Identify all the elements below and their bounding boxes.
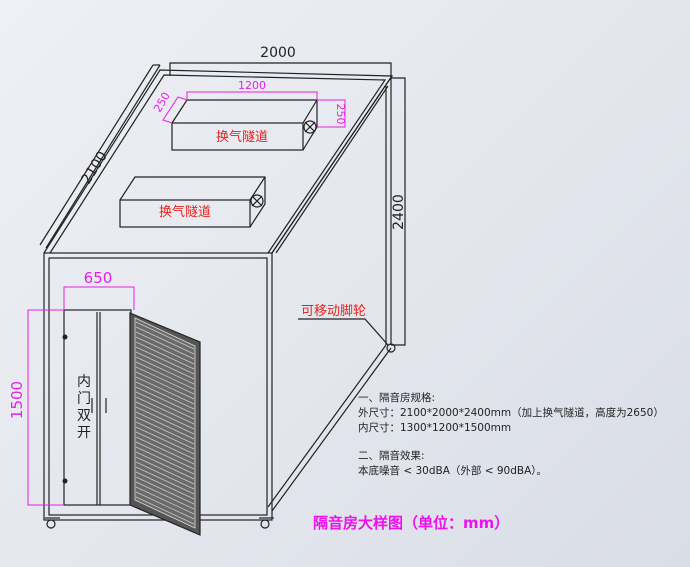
svg-text:二、隔音效果:: 二、隔音效果: [358, 449, 425, 462]
louver-slat [135, 321, 195, 350]
louver-slat [135, 396, 195, 425]
svg-text:内尺寸：1300*1200*1500mm: 内尺寸：1300*1200*1500mm [358, 421, 511, 434]
svg-text:门: 门 [77, 391, 91, 407]
svg-text:换气隧道: 换气隧道 [159, 204, 211, 220]
louver-slat [135, 346, 195, 375]
louver-slat [135, 441, 195, 470]
dimension-door-width: 650 [63, 269, 135, 310]
svg-text:本底噪音 < 30dBA（外部 < 90dBA）。: 本底噪音 < 30dBA（外部 < 90dBA）。 [358, 464, 547, 477]
svg-text:内: 内 [77, 374, 91, 390]
louver-slat [135, 451, 195, 480]
outer-door-open [129, 312, 201, 536]
fan-icon [250, 194, 264, 208]
louver-slat [135, 471, 195, 500]
ventilation-tunnel-upper: 换气隧道 1200 250 250 [151, 79, 347, 151]
louver-slat [135, 326, 195, 355]
caster-callout: 可移动脚轮 [298, 303, 389, 346]
louver-slat [135, 386, 195, 415]
louver-slat [135, 331, 195, 360]
louver-slat [135, 416, 195, 445]
door-louvers [135, 321, 195, 525]
louver-slat [135, 421, 195, 450]
louver-slat [135, 491, 195, 520]
svg-text:1500: 1500 [8, 381, 26, 419]
louver-slat [135, 446, 195, 475]
louver-slat [135, 481, 195, 510]
dimension-height: 2400 [391, 77, 407, 346]
caster-wheels [45, 343, 396, 529]
dimension-depth: 2100 [78, 149, 110, 188]
louver-slat [135, 376, 195, 405]
svg-text:换气隧道: 换气隧道 [216, 129, 268, 145]
dimension-width: 2000 [169, 45, 392, 76]
louver-slat [135, 341, 195, 370]
svg-text:可移动脚轮: 可移动脚轮 [301, 303, 366, 319]
louver-slat [135, 391, 195, 420]
louver-slat [135, 381, 195, 410]
louver-slat [135, 406, 195, 435]
louver-slat [135, 371, 195, 400]
louver-slat [135, 411, 195, 440]
svg-text:开: 开 [77, 425, 91, 441]
fan-icon [303, 120, 317, 134]
louver-slat [135, 351, 195, 380]
svg-text:双: 双 [77, 408, 91, 424]
svg-text:250: 250 [151, 90, 173, 115]
svg-text:1200: 1200 [238, 79, 266, 92]
louver-slat [135, 461, 195, 490]
louver-slat [135, 361, 195, 390]
svg-text:2400: 2400 [391, 194, 407, 230]
ventilation-tunnel-lower: 换气隧道 [119, 176, 266, 228]
louver-slat [135, 426, 195, 455]
spec-notes: 一、隔音房规格: 外尺寸：2100*2000*2400mm（加上换气隧道，高度为… [358, 391, 664, 477]
cabin-frame [39, 64, 394, 521]
svg-text:一、隔音房规格:: 一、隔音房规格: [358, 391, 435, 404]
svg-text:2000: 2000 [260, 45, 296, 61]
louver-slat [135, 496, 195, 525]
louver-slat [135, 356, 195, 385]
svg-text:2100: 2100 [78, 149, 110, 188]
louver-slat [135, 476, 195, 505]
louver-slat [135, 436, 195, 465]
svg-text:650: 650 [84, 269, 113, 287]
svg-text:250: 250 [334, 104, 347, 125]
louver-slat [135, 456, 195, 485]
inner-double-door: 内 门 双 开 [62, 309, 135, 506]
louver-slat [135, 401, 195, 430]
louver-slat [135, 466, 195, 495]
drawing-title: 隔音房大样图（单位：mm） [313, 514, 509, 532]
svg-text:外尺寸：2100*2000*2400mm（加上换气隧道，高度: 外尺寸：2100*2000*2400mm（加上换气隧道，高度为2650） [358, 406, 664, 419]
louver-slat [135, 431, 195, 460]
dimension-door-height: 1500 [8, 309, 64, 506]
louver-slat [135, 366, 195, 395]
louver-slat [135, 486, 195, 515]
louver-slat [135, 336, 195, 365]
